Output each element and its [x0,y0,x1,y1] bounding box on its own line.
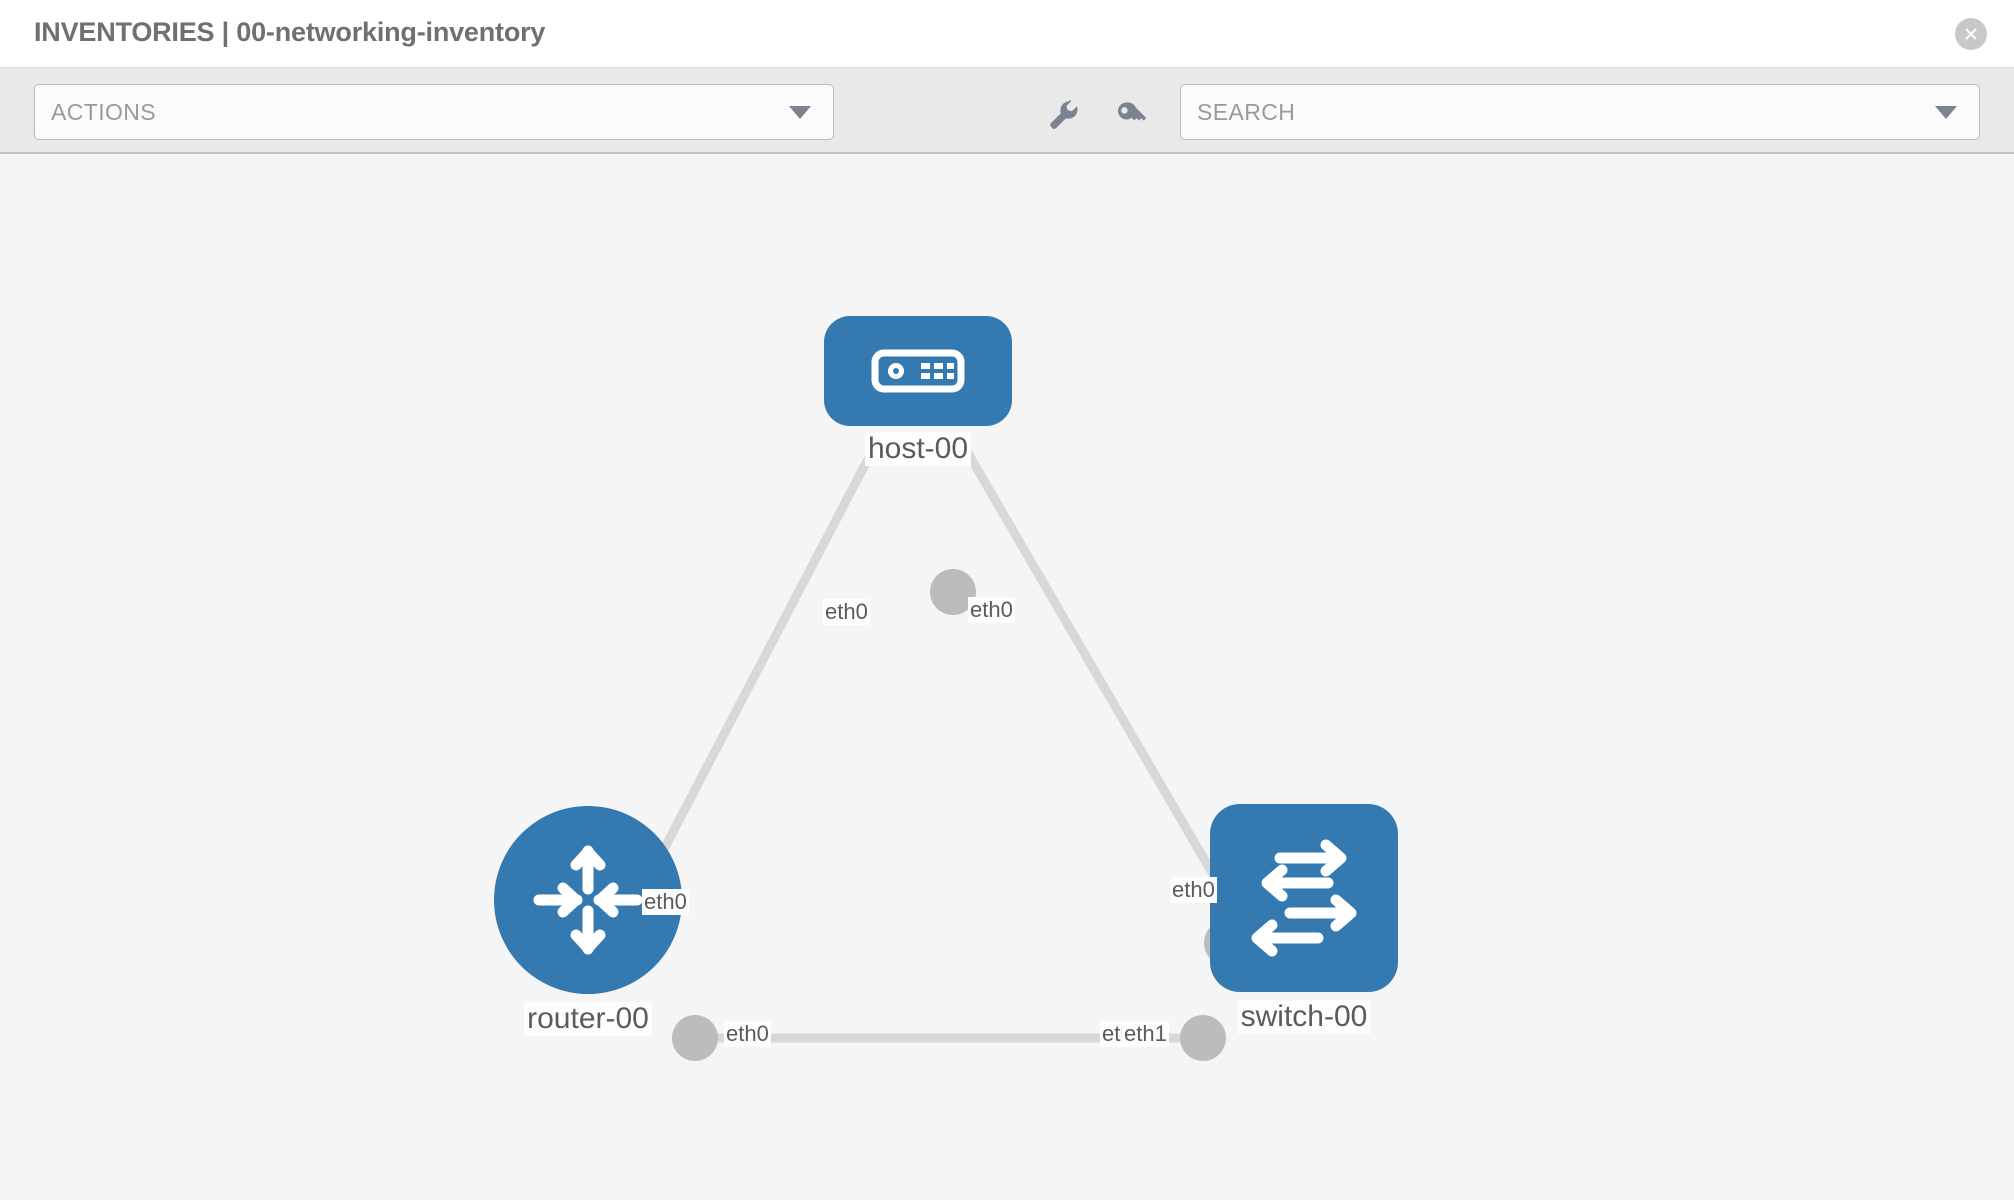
switch-arrows-icon [1210,804,1398,992]
search-placeholder: SEARCH [1197,98,1296,125]
connector-switch-eth1[interactable] [1180,1015,1226,1061]
iface-label-host-right: eth0 [968,597,1015,623]
key-icon[interactable] [1110,92,1154,136]
node-label-router-00: router-00 [524,1002,652,1036]
iface-label-host-left: eth0 [823,599,870,625]
topology-canvas[interactable]: host-00 router-00 switch-00 eth0 eth0 et… [0,154,2014,1200]
topology-links [626,433,1240,1043]
wrench-icon[interactable] [1040,92,1084,136]
chevron-down-icon [1935,105,1957,119]
link-host-router [626,433,884,917]
node-switch-00[interactable] [1210,804,1398,992]
close-icon[interactable] [1955,18,1987,50]
page-title: INVENTORIES | 00-networking-inventory [34,17,546,47]
iface-label-router-right: eth0 [724,1021,771,1047]
page-header: INVENTORIES | 00-networking-inventory [0,0,2014,68]
actions-dropdown-label: ACTIONS [51,98,157,125]
node-label-host-00: host-00 [864,432,972,466]
actions-dropdown[interactable]: ACTIONS [34,84,834,140]
connector-router-eth0[interactable] [672,1015,718,1061]
toolbar: ACTIONS SEARCH [0,68,2014,154]
chevron-down-icon [789,105,811,119]
node-host-00[interactable] [824,316,1012,426]
iface-label-switch-up: eth0 [1170,877,1217,903]
server-icon [824,316,1012,426]
iface-label-switch-eth1: eth1 [1122,1021,1169,1047]
link-host-switch [954,433,1240,917]
iface-label-router-up: eth0 [642,889,689,915]
node-label-switch-00: switch-00 [1237,1000,1371,1034]
search-input[interactable]: SEARCH [1180,84,1980,140]
